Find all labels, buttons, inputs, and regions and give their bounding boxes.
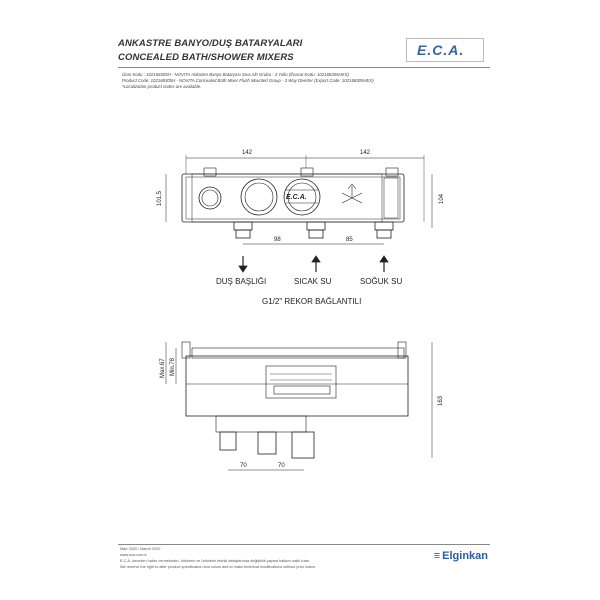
elginkan-brand-text: Elginkan [442, 550, 488, 562]
label-hot: SICAK SU [294, 277, 332, 286]
footer-note-tr: E.C.A. önceden haber vermeksizin, ürünle… [120, 559, 310, 563]
spec-sheet: ANKASTRE BANYO/DUŞ BATARYALARI CONCEALED… [118, 34, 490, 576]
title-english: CONCEALED BATH/SHOWER MIXERS [118, 52, 294, 63]
large-valve-right [283, 178, 321, 216]
dim-side-bottom-right: 70 [278, 463, 285, 469]
dim-height: 163 [438, 395, 444, 406]
dim-side-bottom-left: 70 [240, 463, 247, 469]
dim-top-left: 142 [242, 150, 253, 156]
panel-logo: E.C.A. [286, 194, 307, 201]
dim-right: 104 [439, 193, 445, 204]
dim-min: Min.78 [170, 357, 176, 376]
footer-divider [118, 544, 490, 545]
label-shower: DUŞ BAŞLIĞI [216, 277, 266, 286]
localization-note: *Localization product codes are availabl… [122, 84, 202, 89]
label-cold: SOĞUK SU [360, 277, 402, 286]
header-divider [118, 67, 490, 68]
label-plate [265, 365, 337, 399]
footer-date: Mart 2020 / March 2020 [120, 547, 161, 551]
dim-max: Max.67 [160, 358, 166, 378]
small-valve-outer [198, 186, 222, 210]
dim-left: 101,5 [157, 190, 163, 206]
large-valve-left [240, 178, 278, 216]
elginkan-logo-icon: ≡ [433, 550, 441, 562]
title-turkish: ANKASTRE BANYO/DUŞ BATARYALARI [118, 38, 303, 49]
eca-logo: E.C.A. [406, 38, 484, 62]
dim-bottom-left: 98 [274, 237, 281, 243]
product-code-en: Product Code: 102168305H - NOVITA Concea… [122, 78, 374, 83]
elginkan-brand: ≡Elginkan [434, 550, 488, 562]
footer-web[interactable]: www.eca.com.tr [120, 553, 147, 557]
connection-label: G1/2" REKOR BAĞLANTILI [262, 297, 361, 306]
dim-top-right: 142 [360, 150, 371, 156]
dim-bottom-right: 85 [346, 237, 353, 243]
product-code-tr: Ürün Kodu : 102168305H - NOVITA Ankastre… [122, 72, 349, 77]
technical-drawing: 142 142 101,5 104 98 85 E.C.A. DUŞ BAŞLI… [157, 150, 445, 471]
footer-note-en: We reserve the right to alter product sp… [120, 565, 317, 569]
eca-logo-text: E.C.A. [417, 42, 465, 58]
